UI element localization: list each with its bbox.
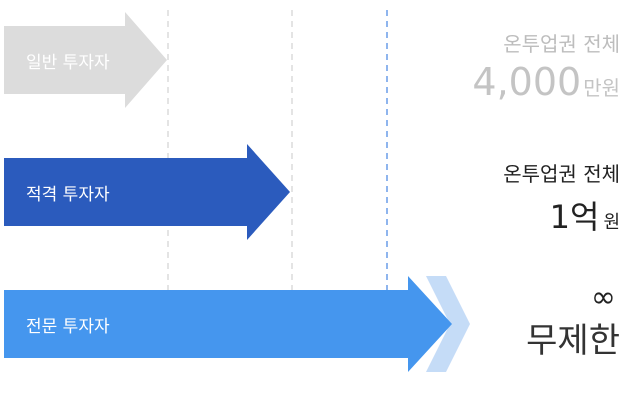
limit-unit: 만원: [583, 76, 620, 100]
limit-unit: 원: [603, 212, 620, 233]
limit-value: 1억: [549, 198, 600, 236]
limit-title: 온투업권 전체: [503, 32, 620, 56]
tier-label: 일반 투자자: [26, 53, 110, 73]
tier-label: 적격 투자자: [26, 185, 110, 205]
professional-investor-arrow: [4, 276, 452, 372]
limit-title: 온투업권 전체: [503, 162, 620, 186]
tier-label: 전문 투자자: [26, 317, 110, 337]
infinity-icon: ∞: [591, 280, 616, 315]
general-investor-arrow: [4, 12, 167, 108]
limit-value: 4,000: [472, 60, 582, 104]
limit-value: 무제한: [526, 321, 620, 361]
qualified-investor-arrow: [4, 144, 290, 240]
chevron-icon: [426, 276, 470, 372]
